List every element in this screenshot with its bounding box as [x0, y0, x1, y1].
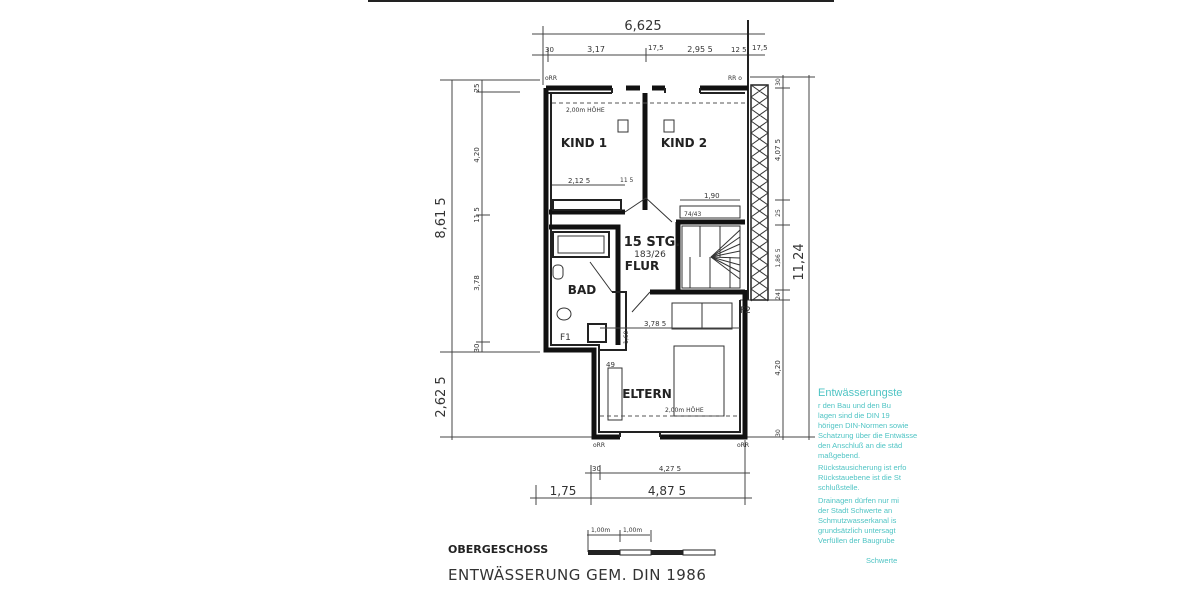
- dim-top-chain-3: 17,5: [648, 44, 664, 52]
- dim-right-chain-5: 24: [775, 292, 782, 300]
- room-bad: BAD: [568, 283, 596, 297]
- rr-top-left: oRR: [545, 75, 557, 82]
- stamp-line: schlußstelle.: [818, 483, 860, 492]
- stamp-line: den Anschluß an die städ: [818, 441, 902, 450]
- stair-tread: [710, 256, 741, 266]
- left-dimensions: 8,61 5 2,62 5 25 4,20 11 5 3,78 30: [434, 79, 600, 440]
- hall-outline: [589, 197, 673, 313]
- dim-top-chain-1: 30: [545, 46, 554, 54]
- stamp-heading: Entwässerungste: [818, 387, 902, 399]
- dim-bottom-left: 1,75: [550, 484, 577, 498]
- dim-top-chain-4: 2,95 5: [687, 45, 712, 54]
- dim-right-chain-1: 30: [775, 78, 782, 86]
- dim-right-chain-4: 1,86 5: [775, 248, 782, 267]
- dim-left-chain-2: 4,20: [473, 147, 481, 163]
- stair-tread: [710, 243, 741, 258]
- scale-segment-2: 1,00m: [623, 527, 642, 534]
- staircase: [681, 225, 741, 289]
- drainage-stamp: Entwässerungste r den Bau und den Bulage…: [818, 387, 917, 565]
- dim-interior-4: 3,78 5: [644, 320, 666, 328]
- label-f2: F2: [740, 306, 751, 316]
- dim-top-chain-5: 12 5: [731, 46, 747, 54]
- room-kind1: KIND 1: [561, 136, 607, 150]
- height-note-eltern: 2,00m HÖHE: [665, 407, 704, 414]
- dim-left-chain-5: 30: [473, 344, 481, 353]
- rr-bottom-right: oRR: [737, 442, 749, 449]
- walls: [543, 85, 748, 440]
- stamp-line: lagen sind die DIN 19: [818, 411, 890, 420]
- stair-tread: [710, 256, 741, 280]
- stair-tread: [710, 256, 741, 259]
- stairs-ratio: 183/26: [634, 250, 666, 260]
- dim-top-total: 6,625: [624, 19, 661, 34]
- height-note-kids: 2,00m HÖHE: [566, 107, 605, 114]
- stamp-line: hörigen DIN-Normen sowie: [818, 421, 908, 430]
- dim-left-chain-1: 25: [473, 84, 481, 93]
- stamp-line: grundsätzlich untersagt: [818, 526, 896, 535]
- floor-title: OBERGESCHOSS: [448, 543, 548, 556]
- top-dimensions: 6,625 30 3,17 17,5 2,95 5 12 5 17,5: [532, 19, 768, 300]
- dim-interior-3: 1,90: [704, 192, 720, 200]
- dim-interior-2: 11 5: [620, 177, 634, 184]
- dim-bottom-chain-1: 30: [592, 465, 601, 473]
- stair-tread: [710, 256, 741, 273]
- dim-left-lower: 2,62 5: [434, 376, 449, 417]
- dim-right-chain-2: 4,07 5: [774, 139, 782, 161]
- stamp-line: Schmutzwasserkanal is: [818, 516, 897, 525]
- stamp-line: Rückstausicherung ist erfo: [818, 463, 906, 472]
- annotations: 2,00m HÖHE 2,00m HÖHE oRR RR o oRR oRR 7…: [545, 75, 749, 449]
- room-eltern: ELTERN: [622, 387, 672, 401]
- room-flur: FLUR: [625, 259, 659, 273]
- rr-top-right: RR o: [728, 75, 742, 82]
- right-dimensions: 11,24 30 4,07 5 25 1,86 5 24 4,20 30: [740, 75, 815, 440]
- dim-right-chain-6: 4,20: [774, 360, 782, 376]
- window-size: 74/43: [684, 211, 701, 218]
- dim-left-upper: 8,61 5: [434, 197, 449, 238]
- dim-bottom-right: 4,87 5: [648, 484, 686, 498]
- dim-left-chain-3: 11 5: [473, 207, 481, 223]
- scan-top-border: [368, 0, 834, 2]
- stamp-line: maßgebend.: [818, 451, 860, 460]
- stamp-line: Schwerte: [866, 556, 897, 565]
- room-labels: KIND 1 KIND 2 15 STG. 183/26 FLUR BAD EL…: [560, 136, 751, 401]
- stamp-line: Schatzung über die Entwässe: [818, 431, 917, 440]
- stamp-line: Rückstauebene ist die St: [818, 473, 902, 482]
- label-f1: F1: [560, 333, 571, 343]
- dim-top-chain-6: 17,5: [752, 44, 768, 52]
- dim-right-chain-7: 30: [775, 429, 782, 437]
- scale-segment-1: 1,00m: [591, 527, 610, 534]
- dim-interior-1: 2,12 5: [568, 177, 590, 185]
- stamp-line: der Stadt Schwerte an: [818, 506, 892, 515]
- stamp-line: r den Bau und den Bu: [818, 401, 891, 410]
- dim-interior-5: 1,60: [623, 330, 630, 344]
- rr-bottom-left: oRR: [593, 442, 605, 449]
- stair-tread: [710, 250, 741, 258]
- scale-bar: 1,00m 1,00m: [587, 527, 716, 556]
- dim-top-chain-2: 3,17: [587, 45, 605, 54]
- dim-right-total: 11,24: [792, 243, 807, 280]
- stair-tread: [710, 229, 741, 258]
- room-kind2: KIND 2: [661, 136, 707, 150]
- dim-right-chain-3: 25: [775, 209, 782, 217]
- stairs-count: 15 STG.: [624, 235, 680, 250]
- stamp-line: Drainagen dürfen nur mi: [818, 496, 899, 505]
- drainage-subtitle: ENTWÄSSERUNG GEM. DIN 1986: [448, 565, 706, 584]
- stair-tread: [710, 236, 741, 258]
- bottom-dimensions: 30 4,27 5 1,75 4,87 5: [530, 440, 752, 505]
- hatched-wall-strip: [750, 84, 769, 302]
- dim-left-chain-4: 3,78: [473, 275, 481, 291]
- dim-bottom-chain-2: 4,27 5: [659, 465, 681, 473]
- dim-interior-6: 49: [606, 361, 615, 369]
- stamp-line: Verfüllen der Baugrube: [818, 536, 895, 545]
